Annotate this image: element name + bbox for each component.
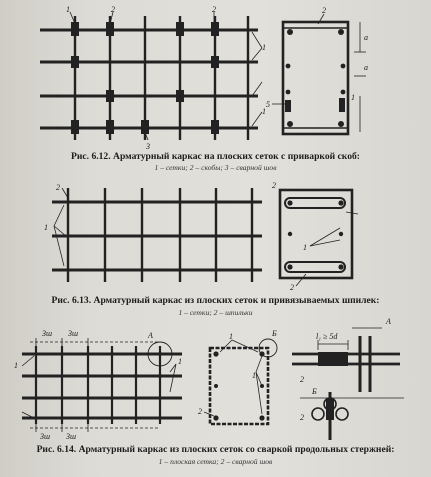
callout: 1 bbox=[262, 43, 266, 52]
callout: Б bbox=[311, 387, 317, 396]
fig613-callouts: 2 1 2 1 2 bbox=[44, 181, 307, 292]
callout: 2 bbox=[322, 6, 326, 15]
callout: A bbox=[385, 317, 391, 326]
callout: 1 bbox=[229, 332, 233, 341]
callout: 2 bbox=[56, 183, 60, 192]
fig614-detail-b bbox=[300, 392, 404, 440]
callout: 3ш bbox=[65, 432, 76, 441]
fig613-mesh bbox=[52, 187, 262, 282]
figure-caption: Рис. 6.13. Арматурный каркас из плоских … bbox=[51, 295, 380, 306]
callout: 2 bbox=[290, 283, 294, 292]
callout: l₁ ≥ 5d bbox=[316, 332, 338, 341]
fig614-section bbox=[203, 338, 278, 426]
figure-caption: Рис. 6.14. Арматурный каркас из плоских … bbox=[36, 444, 395, 455]
callout: 1 bbox=[262, 107, 266, 116]
callout: 2 bbox=[300, 413, 304, 422]
callout: 3ш bbox=[39, 432, 50, 441]
callout: 1 bbox=[303, 243, 307, 252]
callout: 2 bbox=[212, 5, 216, 14]
callout: a bbox=[364, 33, 368, 42]
fig612-mesh bbox=[40, 11, 263, 141]
callout: 1 bbox=[178, 357, 182, 366]
fig612-callouts: 1 2 2 1 3 1 2 1 5 a a bbox=[66, 5, 368, 151]
callout: 1 bbox=[252, 371, 256, 380]
callout: 1 bbox=[351, 93, 355, 102]
callout: 2 bbox=[300, 375, 304, 384]
fig613-section bbox=[278, 188, 359, 287]
callout: Б bbox=[271, 329, 277, 338]
callout: 3 bbox=[145, 142, 150, 151]
figure-caption: Рис. 6.12. Арматурный каркас на плоских … bbox=[71, 151, 360, 162]
callout: 2 bbox=[198, 407, 202, 416]
fig614-mesh bbox=[21, 338, 182, 432]
figure-legend: 1 – сетки; 2 – шпильки bbox=[178, 308, 253, 317]
callout: 2 bbox=[272, 181, 276, 190]
figure-legend: 1 – плоская сетка; 2 – сварной шов bbox=[158, 457, 273, 466]
callout: A bbox=[147, 331, 153, 340]
figure-legend: 1 – сетки; 2 – скобы; 3 – сварной шов bbox=[154, 163, 277, 172]
callout: 1 bbox=[14, 361, 18, 370]
callout: 2 bbox=[111, 5, 115, 14]
callout: 5 bbox=[266, 100, 270, 109]
callout: 1 bbox=[66, 5, 70, 14]
callout: 1 bbox=[44, 223, 48, 232]
callout: 3ш bbox=[67, 329, 78, 338]
fig614-callouts: 3ш 3ш 3ш 3ш A 1 1 1 1 Б 2 l₁ ≥ 5d 2 A Б … bbox=[14, 317, 391, 441]
callout: a bbox=[364, 63, 368, 72]
fig612-section bbox=[272, 13, 366, 136]
fig614-detail-a bbox=[292, 327, 400, 392]
callout: 3ш bbox=[41, 329, 52, 338]
